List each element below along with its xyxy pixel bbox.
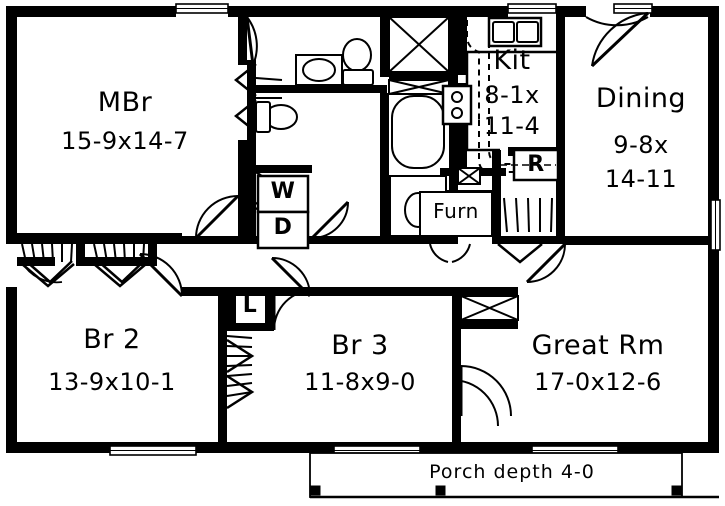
room-label-furnace: Furn (433, 199, 479, 223)
room-dimension-dining-line1: 9-8x (613, 131, 669, 159)
room-label-br3: Br 3 (331, 330, 389, 361)
room-dimension-kitchen-line2: 11-4 (483, 112, 541, 140)
room-label-mbr: MBr (97, 87, 153, 118)
room-label-great-room: Great Rm (531, 330, 665, 361)
appliance-label-dryer: D (273, 215, 293, 240)
furnace-box (419, 191, 493, 237)
room-dimension-dining-line2: 14-11 (604, 165, 678, 193)
appliance-label-washer: W (270, 179, 296, 204)
kitchen-fixtures (441, 16, 560, 182)
room-dimension-great-room: 17-0x12-6 (534, 368, 662, 396)
porch (309, 452, 719, 499)
room-dimension-br3: 11-8x9-0 (304, 368, 416, 396)
closet-label-linen: L (242, 293, 258, 318)
room-dimension-kitchen-line1: 8-1x (484, 81, 540, 109)
room-label-br2: Br 2 (83, 324, 141, 355)
appliance-label-refrigerator: R (527, 152, 545, 177)
plumbing-fixtures (255, 38, 447, 237)
room-label-kitchen: Kit (493, 45, 531, 76)
room-label-dining: Dining (595, 83, 687, 114)
laundry-appliances (256, 174, 310, 250)
room-dimension-br2: 13-9x10-1 (48, 368, 176, 396)
porch-depth-annotation: Porch depth 4-0 (429, 461, 595, 483)
closet-x-symbols (388, 16, 519, 321)
room-dimension-mbr: 15-9x14-7 (61, 127, 189, 155)
windows (109, 3, 721, 456)
